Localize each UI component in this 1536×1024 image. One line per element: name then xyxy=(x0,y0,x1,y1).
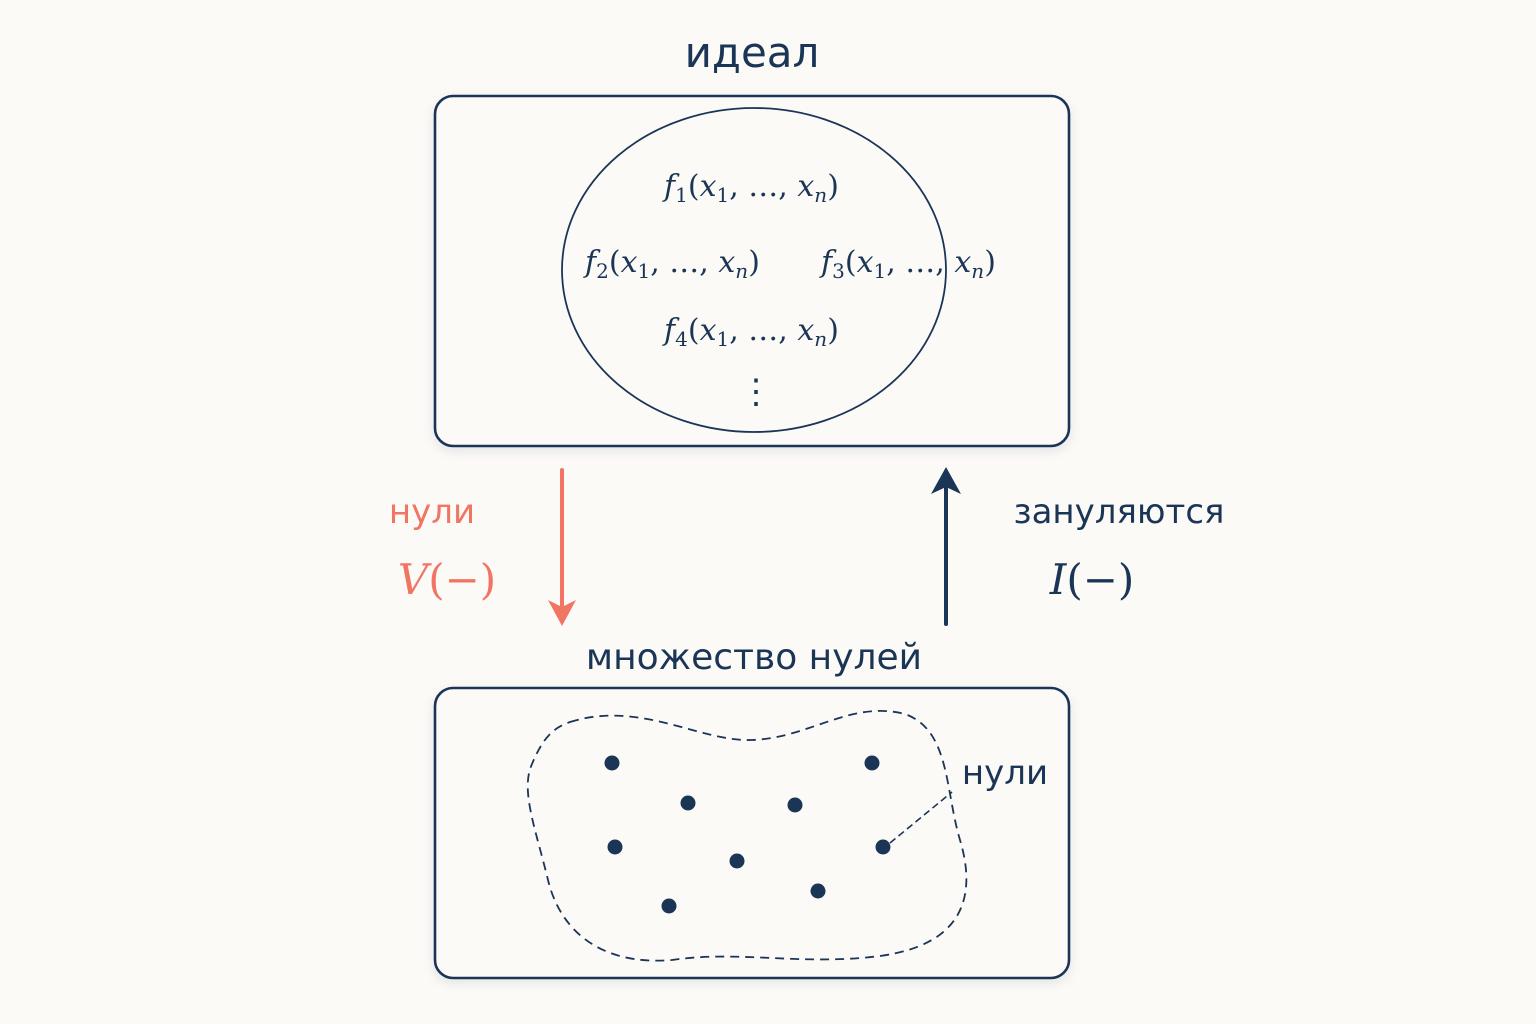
zero-point xyxy=(607,839,623,855)
zero-points xyxy=(604,755,891,914)
polynomial-f4: f4(x1, …, xn) xyxy=(662,313,839,351)
polynomial-f2: f2(x1, …, xn) xyxy=(583,245,760,283)
zeros-callout-label: нули xyxy=(962,753,1048,793)
zero-set-box xyxy=(433,686,1071,980)
zeros-arrow-label: нули xyxy=(389,492,475,532)
zero-point xyxy=(661,898,677,914)
zero-point xyxy=(875,839,891,855)
zeros-callout-line xyxy=(889,791,953,844)
ideal-title: идеал xyxy=(685,28,820,77)
zeros-down-arrow-head xyxy=(548,600,576,626)
vertical-ellipsis: ⋮ xyxy=(739,372,773,412)
polynomial-f1: f1(x1, …, xn) xyxy=(662,169,839,207)
zero-point xyxy=(680,795,696,811)
zero-set-title: множество нулей xyxy=(586,637,922,678)
zero-point xyxy=(787,797,803,813)
zero-set-region xyxy=(526,710,968,962)
zero-point xyxy=(604,755,620,771)
polynomial-f3: f3(x1, …, xn) xyxy=(819,245,996,283)
ideal-ellipse xyxy=(561,107,947,433)
vanishing-arrow-label: зануляются xyxy=(1013,492,1224,532)
vanishing-up-arrow-head xyxy=(931,467,961,494)
zero-point xyxy=(729,853,745,869)
ideal-operator: I(−) xyxy=(1049,555,1135,604)
variety-operator: V(−) xyxy=(398,555,496,604)
zero-point xyxy=(864,755,880,771)
zero-point xyxy=(810,883,826,899)
